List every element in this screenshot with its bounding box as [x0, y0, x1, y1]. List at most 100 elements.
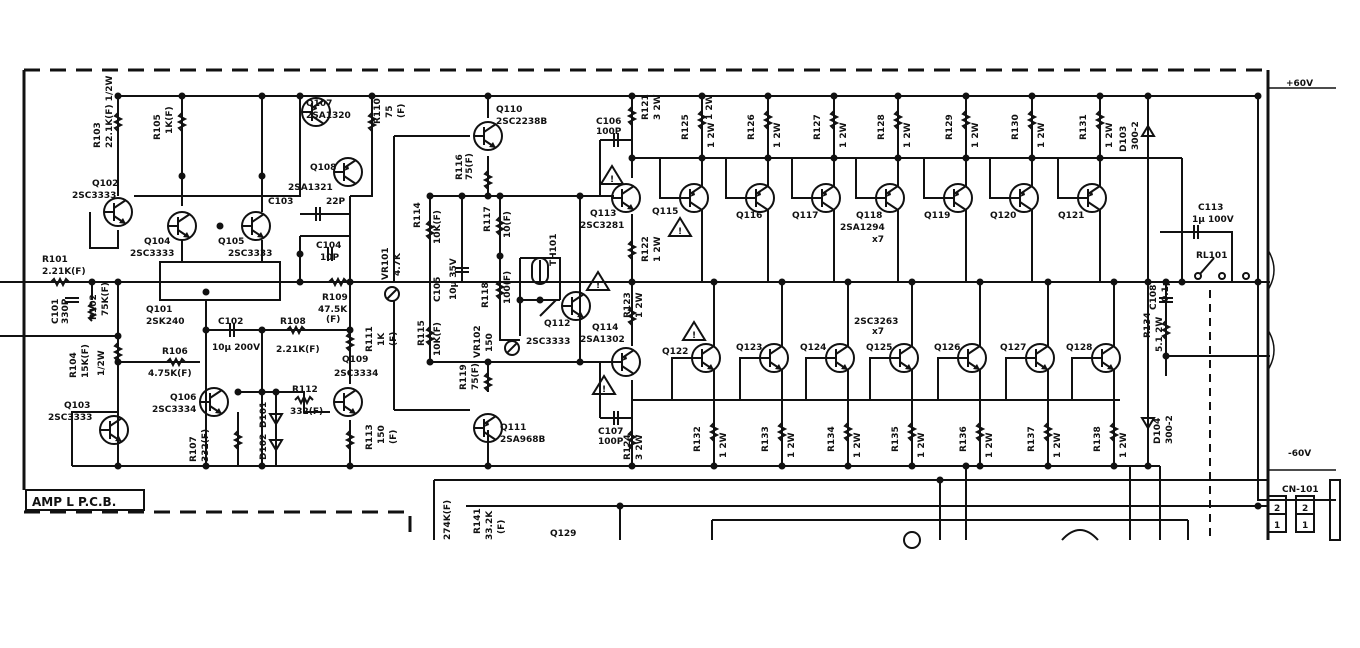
- junction-dot: [976, 462, 984, 470]
- label-r118: R118: [481, 282, 491, 308]
- label-r128: R128: [877, 114, 887, 140]
- pin-label: 2: [1274, 504, 1280, 514]
- label-r106v: 4.75K(F): [148, 369, 192, 379]
- resistor-r128: [892, 110, 904, 130]
- trimmer-vr102: [504, 340, 520, 356]
- junction-dot: [844, 462, 852, 470]
- trimmer-vr101: [384, 286, 400, 302]
- warning-triangle: !: [591, 374, 617, 395]
- resistor-r133: [776, 422, 788, 442]
- label-w2: 1 2W: [1119, 432, 1129, 458]
- transistor-q111: [473, 413, 503, 443]
- label-d103: D103: [1119, 126, 1129, 152]
- diode-d103: [1140, 124, 1156, 137]
- resistor-r111: [344, 332, 356, 352]
- label-q105v: 2SC3333: [228, 249, 272, 259]
- label-q114: Q114: [592, 323, 618, 333]
- label-r114v: 10K(F): [433, 210, 443, 244]
- label-r109: R109: [322, 293, 348, 303]
- label-r113f: (F): [389, 430, 399, 444]
- transistor-q107: [301, 97, 331, 127]
- resistor-r134b: [1160, 320, 1172, 340]
- label-r116: R116: [455, 154, 465, 180]
- junction-dot: [178, 172, 186, 180]
- junction-dot: [258, 92, 266, 100]
- label-c113v: 1μ 100V: [1192, 215, 1234, 225]
- resistor-r125: [696, 110, 708, 130]
- label-w2: 1 2W: [903, 122, 913, 148]
- resistor-r102: [86, 302, 98, 322]
- junction-dot: [778, 278, 786, 286]
- label-r133: R133: [761, 426, 771, 452]
- label-d104v: 300-2: [1165, 415, 1175, 444]
- label-r114: R114: [413, 202, 423, 228]
- capacitor-c104: [327, 247, 333, 261]
- resistor-r113: [344, 430, 356, 450]
- label-r104: R104: [69, 352, 79, 378]
- label-q122: Q122: [662, 347, 688, 357]
- label-r134bv: 5.1 2W: [1155, 317, 1165, 352]
- resistor-r123: [626, 306, 638, 326]
- label-r124v: 3 2W: [635, 434, 645, 460]
- capacitor-c113: [1193, 225, 1199, 239]
- junction-dot: [536, 296, 544, 304]
- capacitor-c102: [229, 323, 235, 337]
- label-r107: R107: [189, 436, 199, 462]
- label-c106: C106: [596, 117, 621, 127]
- label-r134b: R134: [1143, 312, 1153, 338]
- warning-mark: !: [610, 175, 614, 185]
- junction-dot: [114, 332, 122, 340]
- junction-dot: [346, 278, 354, 286]
- junction-dot: [908, 278, 916, 286]
- junction-dot: [698, 154, 706, 162]
- transistor-q109: [333, 387, 363, 417]
- transistor-q106: [199, 387, 229, 417]
- label-q109v: 2SC3334: [334, 369, 378, 379]
- junction-dot: [484, 462, 492, 470]
- junction-dot: [516, 296, 524, 304]
- capacitor-c108: [1159, 297, 1173, 303]
- resistor-r110: [366, 112, 378, 132]
- pin-label: 1: [1302, 521, 1308, 531]
- label-c113: C113: [1198, 203, 1223, 213]
- label-r111f: (F): [389, 332, 399, 346]
- label-d102: D102: [259, 434, 269, 460]
- resistor-r104: [112, 342, 124, 362]
- transistor-q113: [611, 183, 641, 213]
- label-c101: C101: [51, 299, 61, 324]
- label-q103v: 2SC3333: [48, 413, 92, 423]
- relay-rl101: [1194, 257, 1250, 280]
- label-r110f: (F): [397, 104, 407, 118]
- junction-dot: [628, 462, 636, 470]
- junction-dot: [114, 462, 122, 470]
- label-q110v: 2SC2238B: [496, 117, 547, 127]
- junction-dot: [1162, 278, 1170, 286]
- label-d103v: 300-2: [1131, 121, 1141, 150]
- junction-dot: [936, 476, 944, 484]
- label-r131: R131: [1079, 114, 1089, 140]
- label-r101v: 2.21K(F): [42, 267, 86, 277]
- label-q113: Q113: [590, 209, 616, 219]
- label-r129: R129: [945, 114, 955, 140]
- resistor-r134: [842, 422, 854, 442]
- label-q102: Q102: [92, 179, 118, 189]
- label-r104w: 1/2W: [97, 350, 107, 376]
- transistor-q124: [825, 343, 855, 373]
- resistor-r130: [1026, 110, 1038, 130]
- label-c103: C103: [268, 197, 293, 207]
- label-r132: R132: [693, 426, 703, 452]
- warning-mark: !: [678, 227, 682, 237]
- label-w2: 1 2W: [1037, 122, 1047, 148]
- label-r116v: 75(F): [465, 153, 475, 180]
- label-r117: R117: [483, 206, 493, 232]
- label-q127: Q127: [1000, 343, 1026, 353]
- diodes: [268, 124, 1156, 452]
- label-vr102v: 150: [485, 333, 495, 352]
- label-r121: R121: [641, 94, 651, 120]
- resistor-r137: [1042, 422, 1054, 442]
- label-w2: 1 2W: [853, 432, 863, 458]
- label-r115: R115: [417, 320, 427, 346]
- label-c107v: 100P: [598, 437, 624, 447]
- label-r123: R123: [623, 292, 633, 318]
- label-r141v: 33.2K: [485, 510, 495, 540]
